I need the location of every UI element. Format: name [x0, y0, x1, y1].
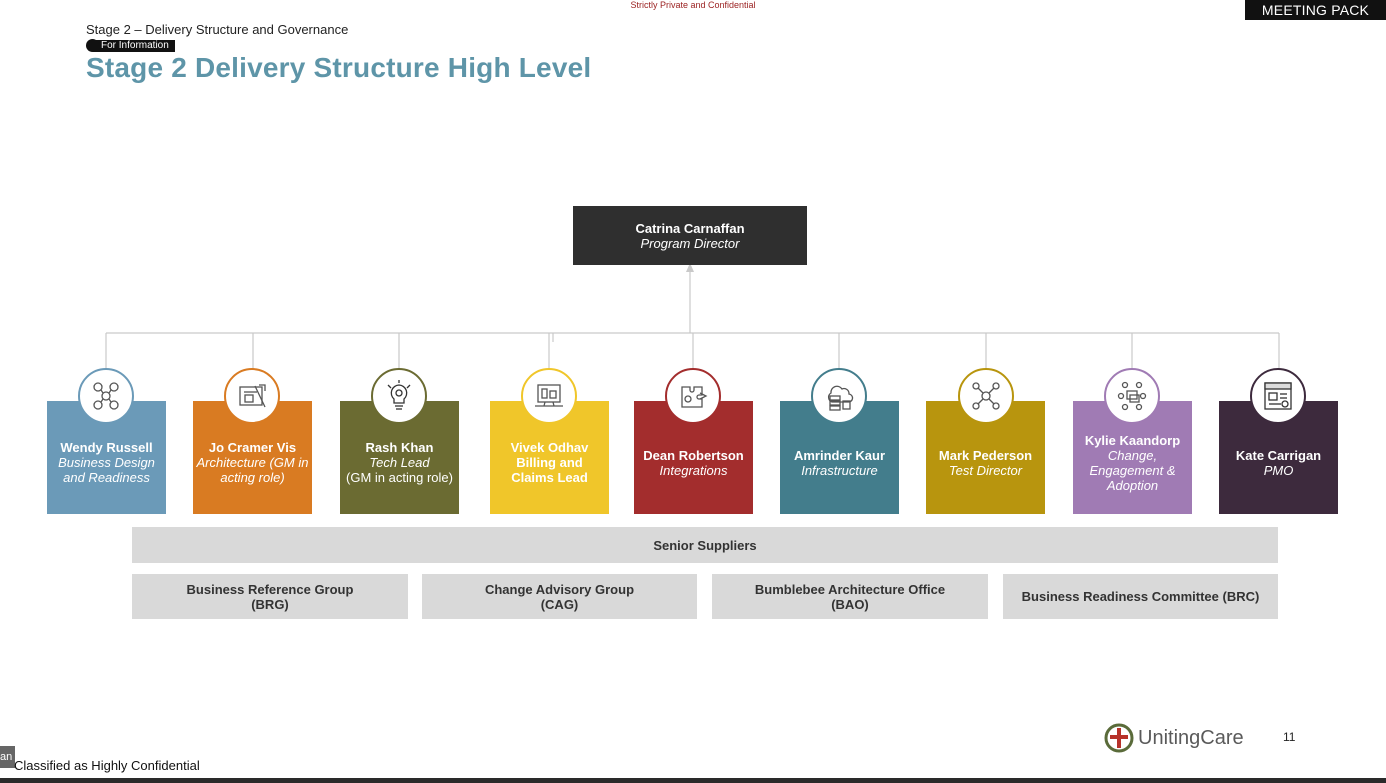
lead-role: Business Design and Readiness [58, 455, 155, 485]
integrations-icon [665, 368, 721, 424]
group-box-cag: Change Advisory Group (CAG) [422, 574, 697, 619]
lead-role: Architecture (GM in acting role) [196, 455, 309, 485]
lead-role: PMO [1263, 462, 1294, 478]
lead-name: Rash Khan [365, 440, 434, 455]
info-badge: For Information [86, 39, 175, 52]
cloud-server-icon [811, 368, 867, 424]
page-title: Stage 2 Delivery Structure High Level [86, 52, 592, 83]
lead-name: Jo Cramer Vis [208, 440, 297, 455]
engagement-icon [1104, 368, 1160, 424]
group-box-bao: Bumblebee Architecture Office (BAO) [712, 574, 988, 619]
lead-role: Change, Engagement & Adoption [1089, 447, 1176, 493]
lead-name: Wendy Russell [60, 440, 153, 455]
side-tab[interactable]: an [0, 746, 15, 768]
group-label: Bumblebee Architecture Office (BAO) [754, 581, 946, 612]
director-role: Program Director [640, 235, 740, 251]
logo-text: UnitingCare [1138, 726, 1244, 749]
unitingcare-logo-icon [1104, 723, 1134, 753]
lead-name: Dean Robertson [643, 447, 744, 463]
program-director-box: Catrina Carnaffan Program Director [573, 206, 807, 265]
lightbulb-gear-icon [371, 368, 427, 424]
lead-box-billing: Vivek Odhav Billing and Claims Lead [490, 401, 609, 514]
breadcrumb: Stage 2 – Delivery Structure and Governa… [86, 22, 349, 37]
classification-label: Classified as Highly Confidential [14, 758, 200, 773]
lead-name: Kate Carrigan [1235, 447, 1322, 463]
group-label: Business Reference Group (BRG) [186, 581, 354, 612]
lead-name: Amrinder Kaur [793, 447, 886, 463]
network-icon [958, 368, 1014, 424]
senior-suppliers-bar: Senior Suppliers [132, 527, 1278, 563]
unitingcare-logo: UnitingCare [1104, 723, 1244, 753]
page-number: 11 [1283, 730, 1296, 744]
business-design-icon [78, 368, 134, 424]
lead-role: Infrastructure [801, 462, 878, 478]
director-name: Catrina Carnaffan [635, 220, 745, 236]
lead-box-architecture: Jo Cramer Vis Architecture (GM in acting… [193, 401, 312, 514]
architecture-icon [224, 368, 280, 424]
info-badge-label: For Information [93, 39, 175, 52]
group-label: Business Readiness Committee (BRC) [1021, 589, 1260, 604]
bottom-bar [0, 778, 1386, 783]
group-box-brc: Business Readiness Committee (BRC) [1003, 574, 1278, 619]
lead-name: Vivek Odhav Billing and Claims Lead [510, 440, 589, 485]
confidentiality-notice: Strictly Private and Confidential [630, 0, 756, 10]
lead-name: Kylie Kaandorp [1084, 432, 1181, 448]
group-box-brg: Business Reference Group (BRG) [132, 574, 408, 619]
meeting-pack-label: MEETING PACK [1245, 0, 1386, 20]
group-label: Change Advisory Group (CAG) [484, 581, 635, 612]
project-icon [1250, 368, 1306, 424]
billing-icon [521, 368, 577, 424]
lead-name: Mark Pederson [938, 447, 1033, 463]
lead-role: Tech Lead(GM in acting role) [346, 455, 453, 485]
lead-role: Integrations [659, 462, 728, 478]
lead-role: Test Director [948, 462, 1023, 478]
